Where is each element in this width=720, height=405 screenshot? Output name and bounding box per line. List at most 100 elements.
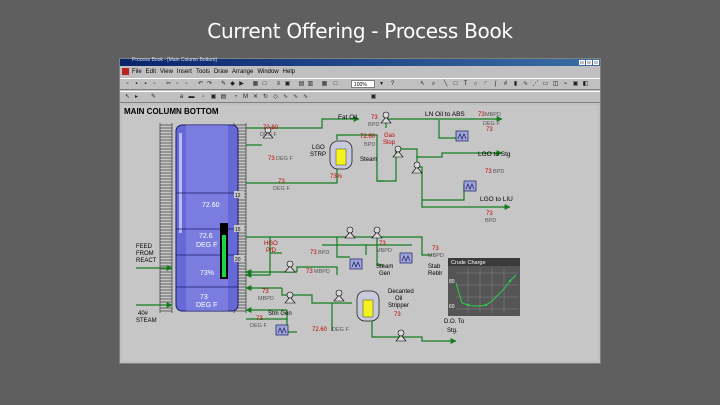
menu-help[interactable]: Help	[282, 69, 296, 75]
run-mode-icon[interactable]: ▸	[134, 94, 138, 100]
menu-draw[interactable]: Draw	[213, 69, 228, 75]
stm-gen-label: Stm Gen	[268, 311, 292, 317]
marker-icon[interactable]: M	[243, 94, 248, 100]
new-icon[interactable]: ▫	[126, 81, 129, 87]
front-icon[interactable]: ▤	[298, 81, 305, 87]
menu-edit[interactable]: Edit	[145, 69, 157, 75]
wave-icon[interactable]: ∿	[302, 94, 309, 100]
bottom-flow-value: 72.60	[312, 327, 328, 333]
path-icon[interactable]: ∿	[292, 94, 299, 100]
help-pointer-icon[interactable]: ?	[390, 81, 395, 87]
hgo-value: 73	[310, 250, 317, 256]
lgo-stripper-vessel[interactable]	[329, 140, 353, 170]
table-icon[interactable]: ▦	[321, 81, 328, 87]
crude-charge-y-60: 60	[449, 304, 455, 310]
menu-arrange[interactable]: Arrange	[231, 69, 254, 75]
arc-tool-icon[interactable]: ◜	[484, 81, 487, 87]
trend-tool-icon[interactable]: ∿	[522, 81, 529, 87]
shape-icon[interactable]: ◇	[273, 94, 278, 100]
zoom-dropdown-icon[interactable]: ▾	[379, 81, 383, 87]
bar-tool-icon[interactable]: ▮	[513, 81, 518, 87]
temp-top-value: 72.60	[263, 125, 279, 131]
pointer-icon[interactable]: ↖	[419, 81, 426, 87]
display-icon[interactable]: ▣	[370, 94, 377, 100]
maximize-button[interactable]	[586, 60, 592, 65]
selection-arrow-icon[interactable]: ↖	[124, 94, 131, 100]
font-icon[interactable]: a	[179, 94, 184, 100]
zoom-select[interactable]: 100%	[351, 80, 375, 88]
valves[interactable]	[262, 111, 423, 342]
trend-icon[interactable]: ◔	[233, 94, 238, 100]
menu-view[interactable]: View	[160, 69, 173, 75]
value-tool-icon[interactable]: #	[503, 81, 508, 87]
decanted-label-1: Decanted	[388, 289, 414, 295]
rotate-icon[interactable]: ↻	[262, 94, 269, 100]
flip-icon[interactable]: ∿	[282, 94, 289, 100]
menu-window[interactable]: Window	[257, 69, 279, 75]
line-width-icon[interactable]: ▬	[188, 94, 195, 100]
back-icon[interactable]: ▥	[307, 81, 314, 87]
lgo-to-stg-label: LGO to Stg	[478, 151, 511, 158]
menu-tools[interactable]: Tools	[195, 69, 210, 75]
grid-icon[interactable]: ▦	[252, 81, 259, 87]
column-mid-unit: DEG F	[196, 242, 217, 249]
temp-top-unit: DEG F	[260, 132, 277, 138]
image-tool-icon[interactable]: ▣	[572, 81, 579, 87]
menu-file[interactable]: File	[132, 69, 142, 75]
hgo-unit: BPD	[318, 250, 329, 256]
rectangle-tool-icon[interactable]: □	[453, 81, 458, 87]
ole-tool-icon[interactable]: ◧	[582, 81, 589, 87]
tray-label-12: 12	[235, 193, 241, 199]
zoom-tool-icon[interactable]: ⌕	[431, 81, 436, 87]
fill-color-icon[interactable]: ▣	[210, 94, 217, 100]
line-tool-icon[interactable]: ╲	[443, 81, 448, 87]
line-color-icon[interactable]: ▤	[220, 94, 227, 100]
column-bottom-unit: DEG F	[196, 302, 217, 309]
save-icon[interactable]: ▪	[144, 81, 147, 87]
fat-oil-label: Fat Oil	[338, 114, 358, 121]
align-icon[interactable]: ≡	[276, 81, 281, 87]
cross-icon[interactable]: ✕	[252, 94, 259, 100]
undo-icon[interactable]: ↶	[197, 81, 204, 87]
edit-mode-icon[interactable]: ✎	[150, 94, 157, 100]
redo-icon[interactable]: ↷	[206, 81, 213, 87]
copy-icon[interactable]: ▫	[176, 81, 179, 87]
frame-icon[interactable]: □	[333, 81, 338, 87]
menu-insert[interactable]: Insert	[176, 69, 192, 75]
window-title: Process Book - [Main Column Bottom]	[132, 57, 217, 63]
drawing-toolbar: ↖ ▸ ✎ a ▬ ▫ ▣ ▤ ◔ M ✕ ↻ ◇ ∿ ∿ ∿ ▣	[120, 91, 600, 103]
select-all-icon[interactable]: □	[262, 81, 267, 87]
curve-tool-icon[interactable]: ∫	[494, 81, 497, 87]
play-icon[interactable]: ▶	[239, 81, 244, 87]
heat-exchangers[interactable]	[275, 130, 477, 336]
stab-rebl-label-1: Stab	[428, 264, 441, 270]
button-tool-icon[interactable]: ▭	[542, 81, 549, 87]
window-title-bar[interactable]: Process Book - [Main Column Bottom]	[120, 57, 600, 66]
process-display: MAIN COLUMN BOTTOM 12	[122, 105, 598, 361]
group-icon[interactable]: ▣	[284, 81, 291, 87]
cut-icon[interactable]: ✂	[165, 81, 172, 87]
process-book-window: Process Book - [Main Column Bottom] File…	[119, 57, 601, 364]
lgo-to-liu-unit: BPD	[485, 218, 496, 224]
xy-plot-tool-icon[interactable]: ⋰	[532, 81, 539, 87]
pen-icon[interactable]: ✎	[220, 81, 227, 87]
tray-label-15: 15	[235, 227, 241, 233]
bottom-temp-unit: DEG F	[250, 323, 267, 329]
minimize-button[interactable]	[579, 60, 585, 65]
link-tool-icon[interactable]: ⌁	[563, 81, 568, 87]
tag-icon[interactable]: ▫	[202, 94, 205, 100]
ellipse-tool-icon[interactable]: ○	[473, 81, 478, 87]
print-icon[interactable]: ▫	[153, 81, 156, 87]
symbol-tool-icon[interactable]: ◫	[552, 81, 559, 87]
decanted-oil-stripper-vessel[interactable]	[356, 290, 380, 322]
open-icon[interactable]: ▪	[135, 81, 138, 87]
column-bottom-value: 73	[200, 294, 208, 301]
app-icon[interactable]	[122, 67, 129, 75]
fill-icon[interactable]: ◆	[230, 81, 235, 87]
text-tool-icon[interactable]: T	[463, 81, 468, 87]
close-button[interactable]	[593, 60, 599, 65]
crude-charge-trend[interactable]: Crude Charge 80 60	[448, 258, 520, 316]
paste-icon[interactable]: ▫	[185, 81, 188, 87]
fat-oil-value: 73	[371, 115, 378, 121]
